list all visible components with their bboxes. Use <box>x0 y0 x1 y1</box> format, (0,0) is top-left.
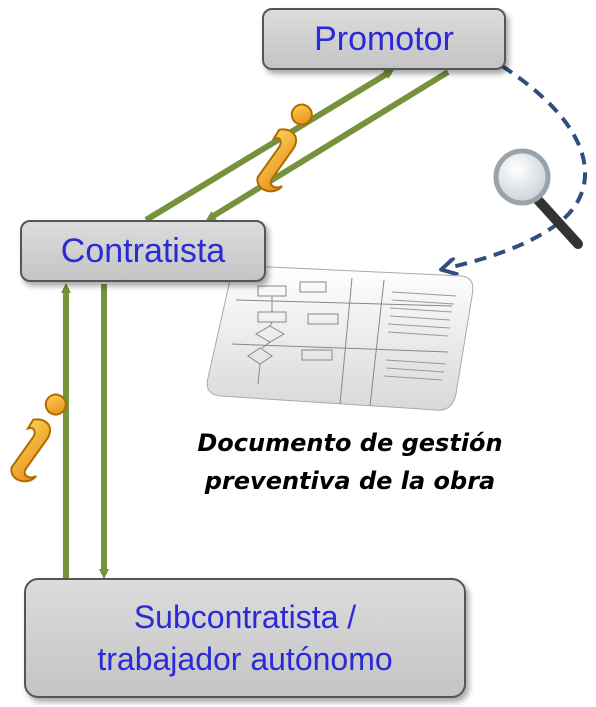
arrow-promotor-to-contratista <box>205 69 450 221</box>
node-subcontratista-line1: Subcontratista / <box>133 599 357 635</box>
node-promotor-label: Promotor <box>314 19 454 58</box>
document-caption: Documento de gestión preventiva de la ob… <box>150 424 550 500</box>
document-caption-line1: Documento de gestión <box>197 429 503 457</box>
dashed-arrow-promotor-to-document <box>448 64 588 268</box>
flowchart-document-icon <box>206 265 474 411</box>
node-contratista: Contratista <box>20 220 266 282</box>
node-subcontratista-line2: trabajador autónomo <box>97 641 393 677</box>
document-caption-line2: preventiva de la obra <box>204 467 496 495</box>
node-promotor: Promotor <box>262 8 506 70</box>
node-contratista-label: Contratista <box>60 231 226 270</box>
magnifier-icon <box>493 148 583 249</box>
info-icon <box>10 393 67 483</box>
info-icon <box>256 103 313 193</box>
arrow-contratista-to-promotor <box>144 69 395 223</box>
node-subcontratista: Subcontratista / trabajador autónomo <box>24 578 466 698</box>
